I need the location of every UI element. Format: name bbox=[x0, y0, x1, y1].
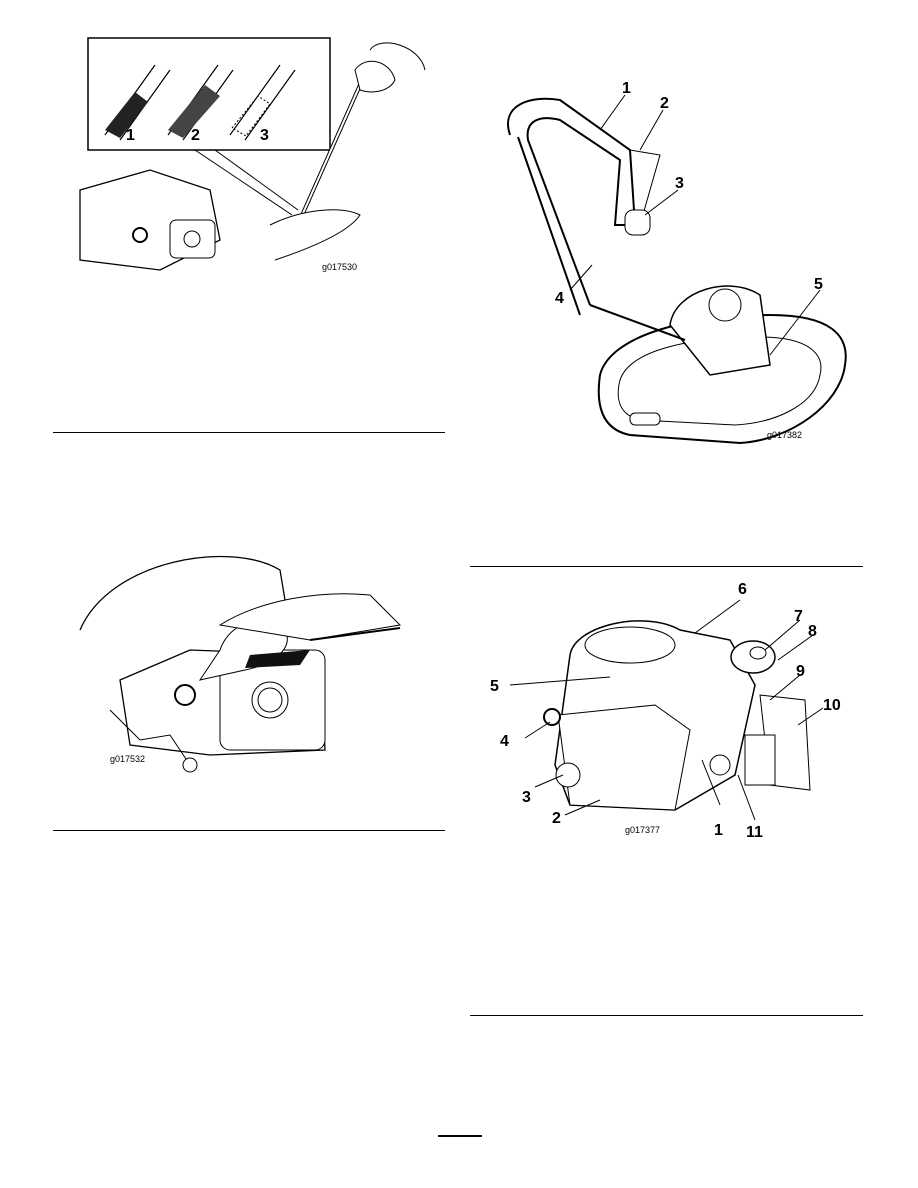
engine-callout-11: 11 bbox=[746, 824, 763, 841]
mower-illustration: 1 2 3 4 5 g017382 bbox=[507, 80, 847, 445]
engine-figure-code: g017377 bbox=[625, 825, 660, 835]
engine-callout-5: 5 bbox=[490, 678, 499, 695]
engine-callout-9: 9 bbox=[796, 663, 805, 680]
section-rule-2 bbox=[53, 830, 445, 831]
engine-figure: 1 2 3 4 5 6 7 8 9 10 11 g017377 bbox=[480, 575, 870, 850]
mower-figure-code: g017382 bbox=[767, 430, 802, 440]
section-rule-1 bbox=[53, 432, 445, 433]
section-rule-4 bbox=[470, 1015, 863, 1016]
mower-callout-3: 3 bbox=[675, 175, 684, 192]
fill-oil-figure-code: g017532 bbox=[110, 754, 145, 764]
dipstick-callout-1: 1 bbox=[126, 127, 135, 144]
engine-callout-4: 4 bbox=[500, 733, 509, 750]
dipstick-illustration: 1 2 3 g017530 bbox=[79, 37, 426, 272]
fill-oil-figure: g017532 bbox=[70, 540, 420, 780]
engine-callout-8: 8 bbox=[808, 623, 817, 640]
engine-callout-1: 1 bbox=[714, 822, 723, 839]
dipstick-callout-2: 2 bbox=[191, 127, 200, 144]
engine-illustration: 1 2 3 4 5 6 7 8 9 10 11 g017377 bbox=[490, 581, 841, 841]
section-rule-3 bbox=[470, 566, 863, 567]
mower-figure: 1 2 3 4 5 g017382 bbox=[470, 75, 870, 455]
engine-callout-3: 3 bbox=[522, 789, 531, 806]
engine-callout-6: 6 bbox=[738, 581, 747, 598]
engine-callout-10: 10 bbox=[823, 697, 841, 714]
page-number-mark bbox=[438, 1135, 482, 1137]
dipstick-figure: 1 2 3 g017530 bbox=[60, 30, 450, 280]
engine-callout-7: 7 bbox=[794, 608, 803, 625]
dipstick-callout-3: 3 bbox=[260, 127, 269, 144]
dipstick-figure-code: g017530 bbox=[322, 262, 357, 272]
mower-callout-2: 2 bbox=[660, 95, 669, 112]
mower-callout-5: 5 bbox=[814, 276, 823, 293]
fill-oil-illustration: g017532 bbox=[79, 555, 402, 773]
mower-callout-1: 1 bbox=[622, 80, 631, 97]
engine-callout-2: 2 bbox=[552, 810, 561, 827]
mower-callout-4: 4 bbox=[555, 290, 564, 307]
